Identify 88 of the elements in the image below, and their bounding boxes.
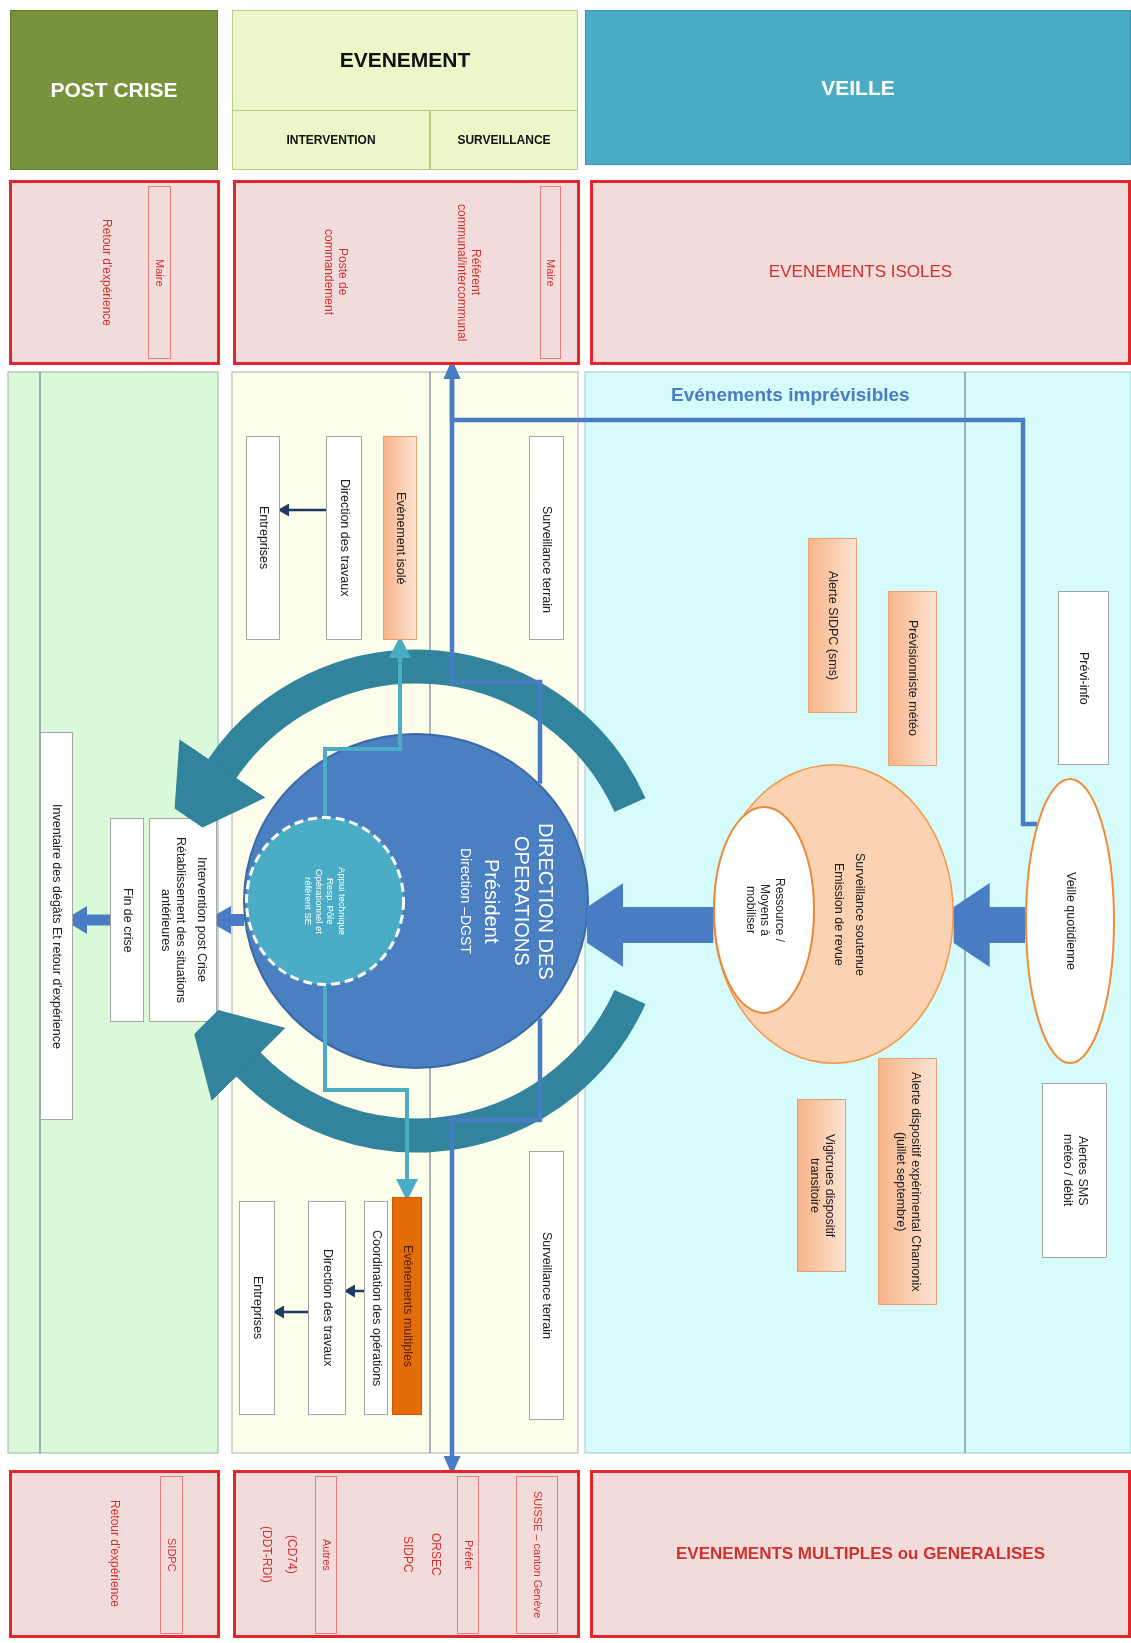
event-panel <box>590 1470 1131 1638</box>
process-box <box>239 1201 275 1415</box>
panel-text: Référent communal/intercommunal <box>454 202 484 344</box>
role-panel <box>233 1470 580 1638</box>
ellipse-text: Emission de revue <box>831 862 846 966</box>
panel-text: (CD74) <box>284 1534 300 1574</box>
watch-ellipse <box>1025 778 1115 1064</box>
header-text: EVENEMENT <box>339 47 471 73</box>
command-ellipse <box>243 733 589 1069</box>
ellipse-text: Direction –DGST <box>457 848 475 954</box>
process-box <box>1058 591 1109 765</box>
box-text: Surveillance terrain <box>539 505 554 613</box>
support-circle <box>245 816 405 986</box>
event-panel <box>590 180 1131 365</box>
panel-text: Autres <box>319 1539 333 1571</box>
highlight-box <box>878 1058 937 1305</box>
box-text: Inventaire des dégâts Et retour d'expérience <box>49 803 64 1049</box>
box-text: Entreprises <box>249 1276 265 1340</box>
box-text: Evénement isolé <box>392 491 408 585</box>
panel-text: (DDT-RDI) <box>259 1525 275 1583</box>
ellipse-text: DIRECTION DES OPERATIONS <box>510 821 559 982</box>
panel-text: ORSEC <box>428 1532 444 1576</box>
process-box <box>40 732 73 1120</box>
role-strip <box>540 186 561 359</box>
role-panel <box>9 180 220 365</box>
box-text: Alertes SMS météo / débit <box>1059 1133 1090 1209</box>
box-text: Entreprises <box>255 506 271 570</box>
phase-header <box>585 10 1131 165</box>
header-text: INTERVENTION <box>286 132 376 148</box>
process-box <box>364 1201 388 1415</box>
phase-header <box>10 10 218 170</box>
panel-text: Retour d'expérience <box>107 1500 123 1608</box>
monitoring-circle <box>713 764 954 1064</box>
role-panel <box>9 1470 220 1638</box>
ellipse-text: Ressource / Moyens à mobiliser <box>743 877 787 944</box>
subphase-header <box>232 110 430 170</box>
panel-text: EVENEMENTS MULTIPLES ou GENERALISES <box>676 1543 1045 1565</box>
header-text: POST CRISE <box>50 77 178 103</box>
panel-text: SIDPC <box>165 1538 179 1572</box>
role-strip <box>315 1476 337 1634</box>
process-box <box>149 818 217 1022</box>
highlight-box <box>383 436 417 640</box>
role-strip <box>457 1476 479 1634</box>
role-strip <box>160 1476 183 1634</box>
panel-text: SUISSE – canton Genève <box>530 1491 544 1619</box>
process-box <box>326 436 362 640</box>
process-box <box>246 436 280 640</box>
subphase-header <box>430 110 578 170</box>
role-panel <box>233 180 580 365</box>
process-box <box>529 1151 564 1420</box>
header-text: VEILLE <box>821 74 895 101</box>
box-text: Rétablissement des situations antérieures <box>157 836 188 1004</box>
box-text: Prévi-info <box>1076 651 1091 705</box>
ellipse-text: Surveillance soutenue <box>852 852 867 976</box>
ellipse-text: Président <box>480 858 505 944</box>
box-text: Prévisionniste météo <box>905 620 920 737</box>
highlight-box <box>888 591 937 766</box>
box-text: Evénements multiples <box>399 1244 415 1368</box>
highlight-box <box>797 1099 846 1272</box>
box-text: Surveillance terrain <box>539 1232 554 1339</box>
panel-text: Préfet <box>461 1540 475 1570</box>
process-box <box>529 436 564 640</box>
panel-text: EVENEMENTS ISOLES <box>768 262 953 283</box>
header-text: SURVEILLANCE <box>457 132 551 148</box>
panel-text: SIDPC <box>400 1535 416 1573</box>
box-text: Coordination des opérations <box>368 1229 384 1387</box>
box-text: Intervention post Crise <box>193 857 209 983</box>
panel-text: Retour d'expérience <box>99 219 115 326</box>
process-box <box>1042 1083 1107 1258</box>
process-box <box>110 818 144 1022</box>
process-box <box>308 1201 346 1415</box>
resource-ellipse <box>713 806 815 1014</box>
box-text: Direction des travaux <box>336 479 352 597</box>
box-text: Alerte dispositif expérimental Chamonix (juillet septembre) <box>892 1070 923 1294</box>
box-text: Alerte SIDPC (sms) <box>825 570 840 680</box>
role-strip <box>516 1476 558 1634</box>
panel-text: Maire <box>544 258 558 287</box>
highlight-box <box>808 538 857 713</box>
ellipse-text: Veille quotidienne <box>1062 872 1078 970</box>
phase-header <box>232 10 578 170</box>
ellipse-text: Appui technique Resp. Pôle Opérationnel et référent SE <box>302 865 348 938</box>
box-text: Fin de crise <box>119 887 135 953</box>
box-text: Vigicrues dispositif transitoire <box>806 1132 837 1240</box>
panel-text: Maire <box>153 258 167 287</box>
box-text: Direction des travaux <box>319 1249 335 1367</box>
event-box <box>392 1197 422 1415</box>
role-strip <box>148 186 171 359</box>
panel-text: Poste de commandement <box>321 228 351 316</box>
